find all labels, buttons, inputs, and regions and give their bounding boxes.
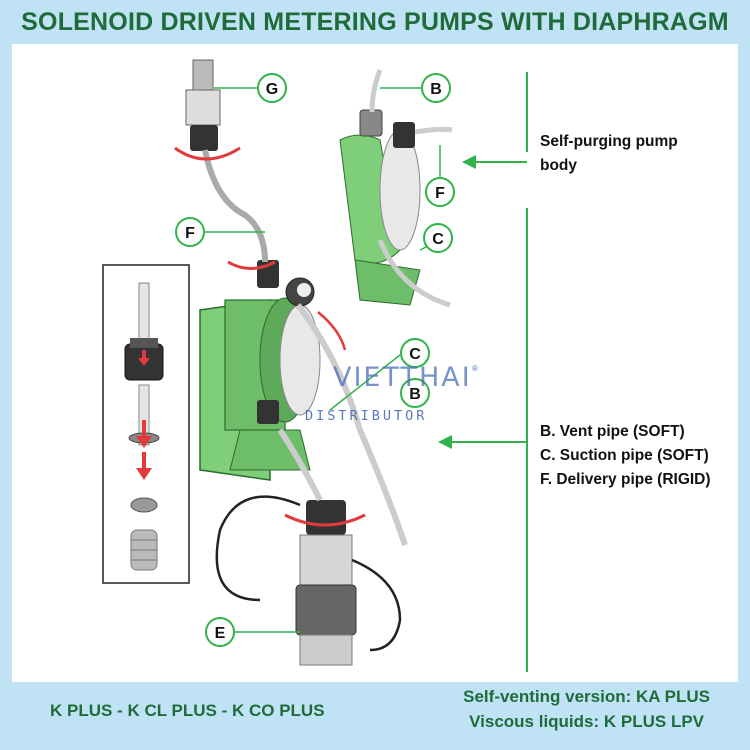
arrow-pipes	[438, 435, 527, 449]
pipe-b-top	[369, 69, 383, 113]
main-pump	[199, 260, 321, 481]
red-arrow-vent	[317, 311, 347, 351]
pump-diagram: G B F C F C B E	[102, 59, 528, 672]
footer-models: K PLUS - K CL PLUS - K CO PLUS	[50, 701, 325, 720]
label-delivery-pipe: F. Delivery pipe (RIGID)	[540, 471, 711, 488]
callout-c-right: C	[432, 231, 444, 248]
rotate-arrow-mid	[227, 260, 276, 270]
label-vent-pipe: B. Vent pipe (SOFT)	[540, 423, 685, 440]
callout-circles	[175, 73, 455, 647]
callout-e: E	[215, 625, 226, 642]
watermark-sub: DISTRIBUTOR	[305, 408, 428, 424]
pipe-c-top	[377, 239, 451, 308]
footer-viscous: Viscous liquids: K PLUS LPV	[469, 712, 705, 731]
connector-g	[185, 59, 221, 151]
watermark-registered: ®	[472, 364, 478, 373]
wire-left	[215, 495, 301, 602]
label-self-purging-line1: Self-purging pump	[540, 133, 678, 150]
rotate-arrow-bottom	[284, 513, 366, 527]
callout-f-right: F	[435, 185, 445, 202]
foot-filter-e	[295, 500, 357, 666]
label-suction-pipe: C. Suction pipe (SOFT)	[540, 447, 709, 464]
label-pipes: B. Vent pipe (SOFT) C. Suction pipe (SOF…	[540, 420, 711, 492]
inset-parts	[124, 282, 164, 571]
suction-pipe-c	[277, 428, 323, 502]
delivery-pipe-f	[202, 149, 268, 263]
self-purging-pump	[339, 109, 421, 306]
rotate-arrow-top	[174, 146, 241, 161]
wire-right	[351, 558, 402, 652]
footer-self-venting: Self-venting version: KA PLUS	[463, 687, 710, 706]
callout-b-mid: B	[409, 386, 421, 403]
pipe-f-top	[414, 126, 453, 135]
label-self-purging-line2: body	[540, 157, 578, 174]
callout-f-left: F	[185, 225, 195, 242]
callout-g: G	[266, 81, 278, 98]
footer-versions: Self-venting version: KA PLUS Viscous li…	[463, 684, 710, 734]
callout-b-top: B	[430, 81, 442, 98]
label-self-purging: Self-purging pump body	[540, 130, 678, 178]
arrow-self-purging	[462, 155, 527, 169]
watermark-brand: VIETTHAI	[333, 362, 472, 393]
page-title: SOLENOID DRIVEN METERING PUMPS WITH DIAP…	[21, 8, 729, 36]
callout-c-mid: C	[409, 346, 421, 363]
vent-pipe-b	[295, 303, 408, 546]
